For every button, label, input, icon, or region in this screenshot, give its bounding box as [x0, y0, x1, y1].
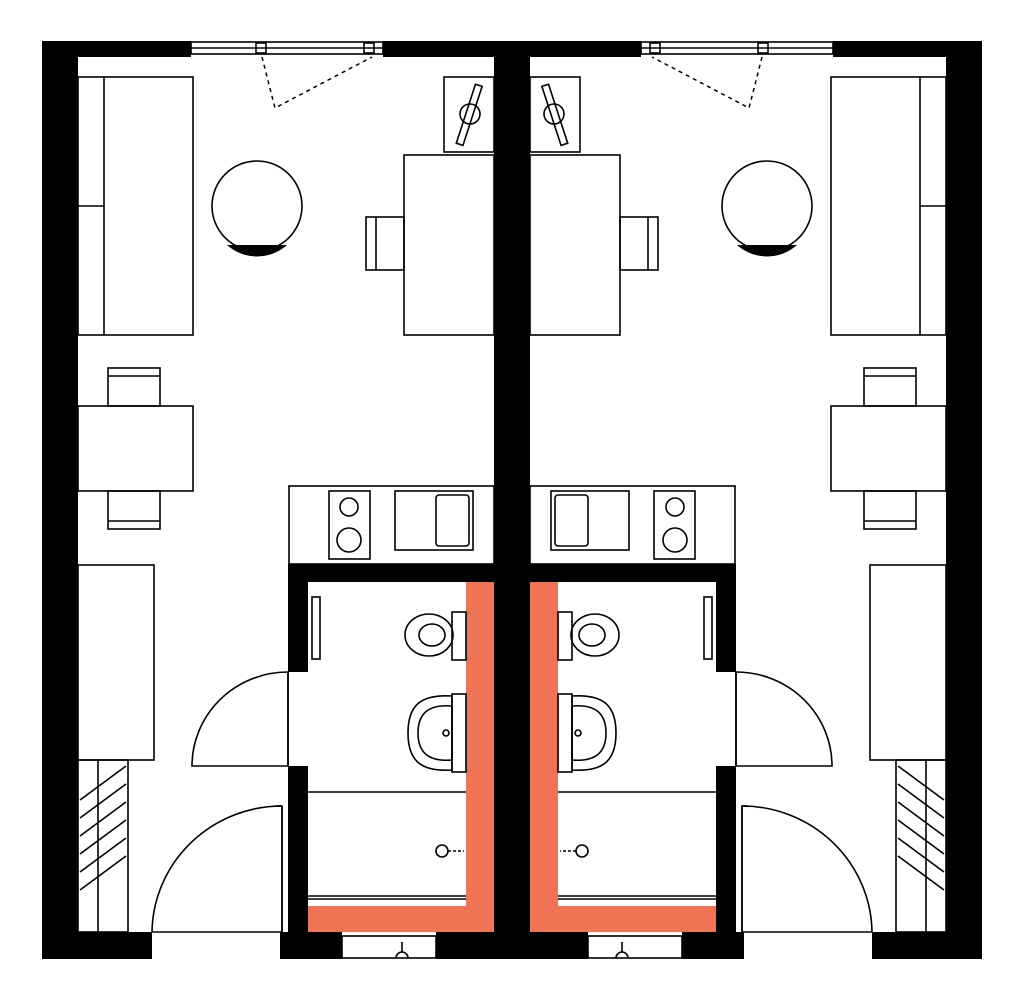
floor-plan: .fill-wall { fill: #000000; } .fill-acce…: [41, 40, 983, 960]
